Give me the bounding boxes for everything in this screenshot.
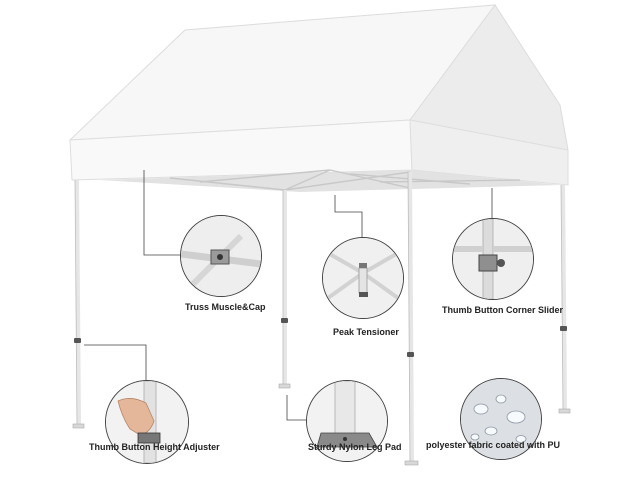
height-adjuster-badge [105,380,189,464]
leg-feet [72,383,571,466]
peak-hub-icon [323,238,403,318]
feature-label-truss: Truss Muscle&Cap [185,302,266,312]
hand-adjuster-icon [106,381,188,463]
canopy-side-valance [409,119,569,186]
tent-legs [75,171,567,463]
canopy-underside [100,170,560,192]
leader-lines [84,170,493,421]
feature-label-legpad: Sturdy Nylon Leg Pad [308,442,402,452]
corner-slider-badge [452,218,534,300]
feature-label-fabric: polyester fabric coated with PU [426,440,561,450]
leg-pad-badge [306,380,388,462]
feature-label-peak: Peak Tensioner [333,327,399,337]
leg-clips [74,318,567,357]
truss-joint-icon [181,216,261,296]
fabric-badge [460,378,542,460]
peak-tensioner-badge [322,237,404,319]
water-droplets-icon [461,379,541,459]
feature-label-corner: Thumb Button Corner Slider [442,305,563,315]
leg-pad-icon [307,381,387,461]
truss-joint-badge [180,215,262,297]
feature-label-height: Thumb Button Height Adjuster [89,442,220,452]
corner-slider-icon [453,219,533,299]
